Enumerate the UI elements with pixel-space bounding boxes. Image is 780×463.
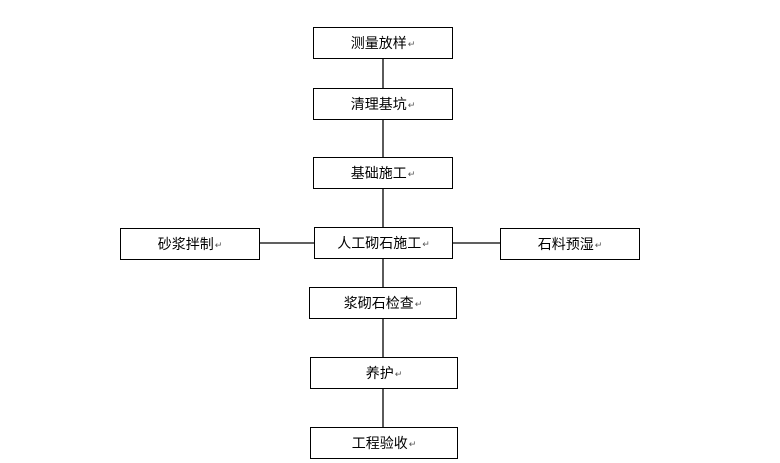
step-clean-pit: 清理基坑↵ bbox=[313, 88, 453, 120]
step-masonry-label: 人工砌石施工 bbox=[337, 236, 422, 252]
step-inspection-label: 浆砌石检查 bbox=[343, 296, 414, 312]
step-masonry: 人工砌石施工↵ bbox=[314, 227, 453, 259]
paragraph-mark: ↵ bbox=[408, 440, 417, 450]
step-curing-label: 养护 bbox=[365, 366, 394, 382]
step-mortar: 砂浆拌制↵ bbox=[120, 228, 260, 260]
step-measure: 测量放样↵ bbox=[313, 27, 453, 59]
step-foundation-label: 基础施工 bbox=[350, 166, 407, 182]
paragraph-mark: ↵ bbox=[407, 40, 416, 50]
step-foundation: 基础施工↵ bbox=[313, 157, 453, 189]
paragraph-mark: ↵ bbox=[407, 101, 416, 111]
paragraph-mark: ↵ bbox=[594, 241, 603, 251]
step-curing: 养护↵ bbox=[310, 357, 458, 389]
step-acceptance: 工程验收↵ bbox=[310, 427, 458, 459]
step-mortar-label: 砂浆拌制 bbox=[157, 237, 214, 253]
step-measure-label: 测量放样 bbox=[350, 36, 407, 52]
paragraph-mark: ↵ bbox=[407, 170, 416, 180]
step-inspection: 浆砌石检查↵ bbox=[309, 287, 457, 319]
step-acceptance-label: 工程验收 bbox=[351, 436, 408, 452]
step-clean-pit-label: 清理基坑 bbox=[350, 97, 407, 113]
step-stone-wetting-label: 石料预湿 bbox=[537, 237, 594, 253]
paragraph-mark: ↵ bbox=[214, 241, 223, 251]
paragraph-mark: ↵ bbox=[394, 370, 403, 380]
paragraph-mark: ↵ bbox=[414, 300, 423, 310]
paragraph-mark: ↵ bbox=[422, 240, 430, 250]
step-stone-wetting: 石料预湿↵ bbox=[500, 228, 640, 260]
